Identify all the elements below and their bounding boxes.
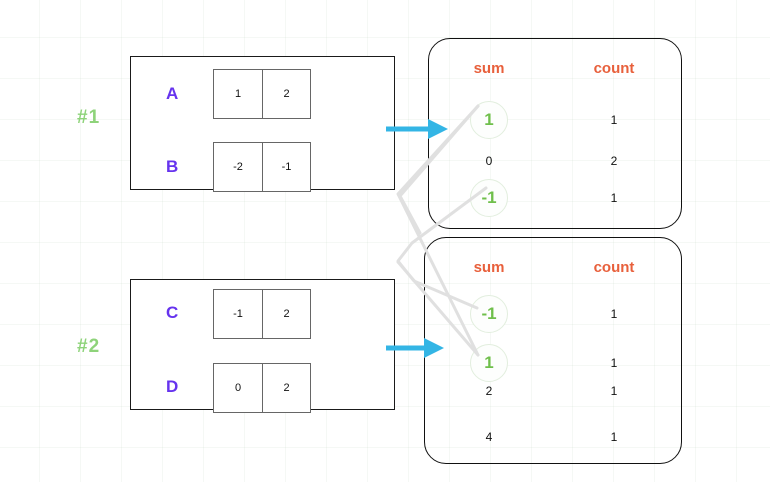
shuffle-connectors [396,104,488,357]
cell-a-1: 2 [262,70,310,118]
table1-header-sum: sum [473,60,505,77]
table1-row0-sum: 1 [484,110,494,129]
table2-row3-sum: 4 [485,430,493,444]
arrow-step2-to-table2 [386,338,444,358]
table2-row2-count: 1 [610,384,618,398]
circle-highlight-icon [470,179,508,217]
row-letter-a: A [166,84,179,103]
table-row: 0 2 [429,150,679,172]
table-row: 1 1 [429,344,679,382]
table2-header-count: count [593,259,635,276]
table1-header-count: count [593,60,635,77]
cell-a-0: 1 [234,88,242,100]
value-pair-c: -1 2 [213,289,311,339]
table1-row1-sum: 0 [485,154,493,168]
table2-row2-sum: 2 [485,384,493,398]
table1-row0-count: 1 [610,113,618,127]
table1-row2-count: 1 [610,191,618,205]
value-pair-a: 1 2 [213,69,311,119]
table2-row1-count: 1 [610,356,618,370]
table1-row2-sum: -1 [481,188,497,207]
table-row: 2 1 [429,380,679,402]
cell-b-1: -1 [262,143,310,191]
table-row: -1 1 [429,295,679,333]
connector-upper-left [398,104,480,235]
table2-row1-sum: 1 [484,353,494,372]
cell-d-1: 2 [262,364,310,412]
step-tag-1: #1 [77,107,101,128]
row-letter-d: D [166,377,179,396]
table-row: -1 1 [429,179,679,217]
step-tag-2: #2 [77,336,101,357]
table2-row3-count: 1 [610,430,618,444]
cell-d-0: 0 [234,382,242,394]
value-pair-d: 0 2 [213,363,311,413]
aggregate-table-2: sum count -1 1 1 1 2 1 4 1 [424,237,682,464]
row-letter-b: B [166,157,179,176]
value-pair-b: -2 -1 [213,142,311,192]
row-letter-c: C [166,303,179,322]
connector-negone-to-negone [396,186,488,310]
cell-c-1: 2 [262,290,310,338]
table1-row1-count: 2 [610,154,618,168]
circle-highlight-icon [470,295,508,333]
table-row: 4 1 [429,426,679,448]
table2-header-sum: sum [473,259,505,276]
cell-c-0: -1 [233,308,243,320]
table2-row0-sum: -1 [481,304,497,323]
cell-b-0: -2 [233,161,243,173]
connector-lower-left [396,260,480,357]
connector-one-to-one [396,104,480,357]
arrow-step1-to-table1 [386,119,448,139]
table2-row0-count: 1 [610,307,618,321]
